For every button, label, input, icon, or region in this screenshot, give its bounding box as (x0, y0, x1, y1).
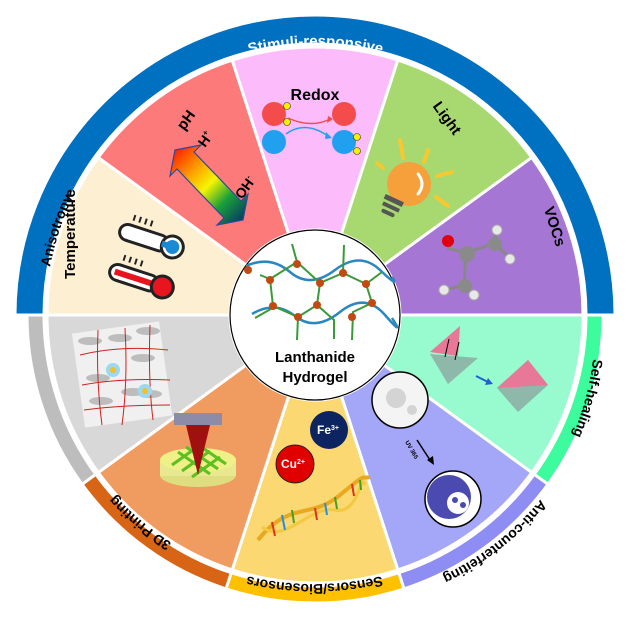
ring-anisotropy (25, 313, 98, 487)
hydrogel-network-icon (244, 243, 399, 341)
fe-ion-label: Fe3+ (317, 423, 339, 437)
panda-after-uv-icon (424, 470, 482, 528)
center-title-line2: Hydrogel (282, 369, 347, 386)
3d-printer-nozzle-icon (160, 413, 236, 487)
sensors-biosensors-label: Sensors/Biosensors (244, 573, 384, 597)
anisotropic-network-icon (71, 321, 173, 428)
fe-ion-icon (310, 411, 348, 449)
ring-stimuli-responsive (13, 13, 617, 317)
light-bulb-icon (375, 138, 454, 218)
self-healing-pieces-icon (430, 326, 548, 412)
thermometer-cold-icon (118, 214, 185, 260)
redox-electron-transfer-icon (262, 102, 361, 155)
cu-ion-label: Cu2+ (281, 457, 305, 471)
cu-ion-icon (275, 444, 315, 484)
outer-ring (13, 13, 617, 605)
ph-gradient-arrow-icon (169, 144, 249, 226)
dna-helix-icon (256, 475, 371, 542)
panda-before-uv-icon (371, 371, 429, 429)
center-title-line1: Lanthanide (275, 349, 355, 366)
acetone-molecule-icon (438, 224, 516, 301)
uv-arrow-icon (416, 439, 434, 465)
redox-label: Redox (291, 87, 340, 104)
center-hub: Lanthanide Hydrogel (229, 229, 401, 401)
thermometer-hot-icon (108, 254, 175, 300)
temperature-label: Temperature (62, 189, 79, 279)
